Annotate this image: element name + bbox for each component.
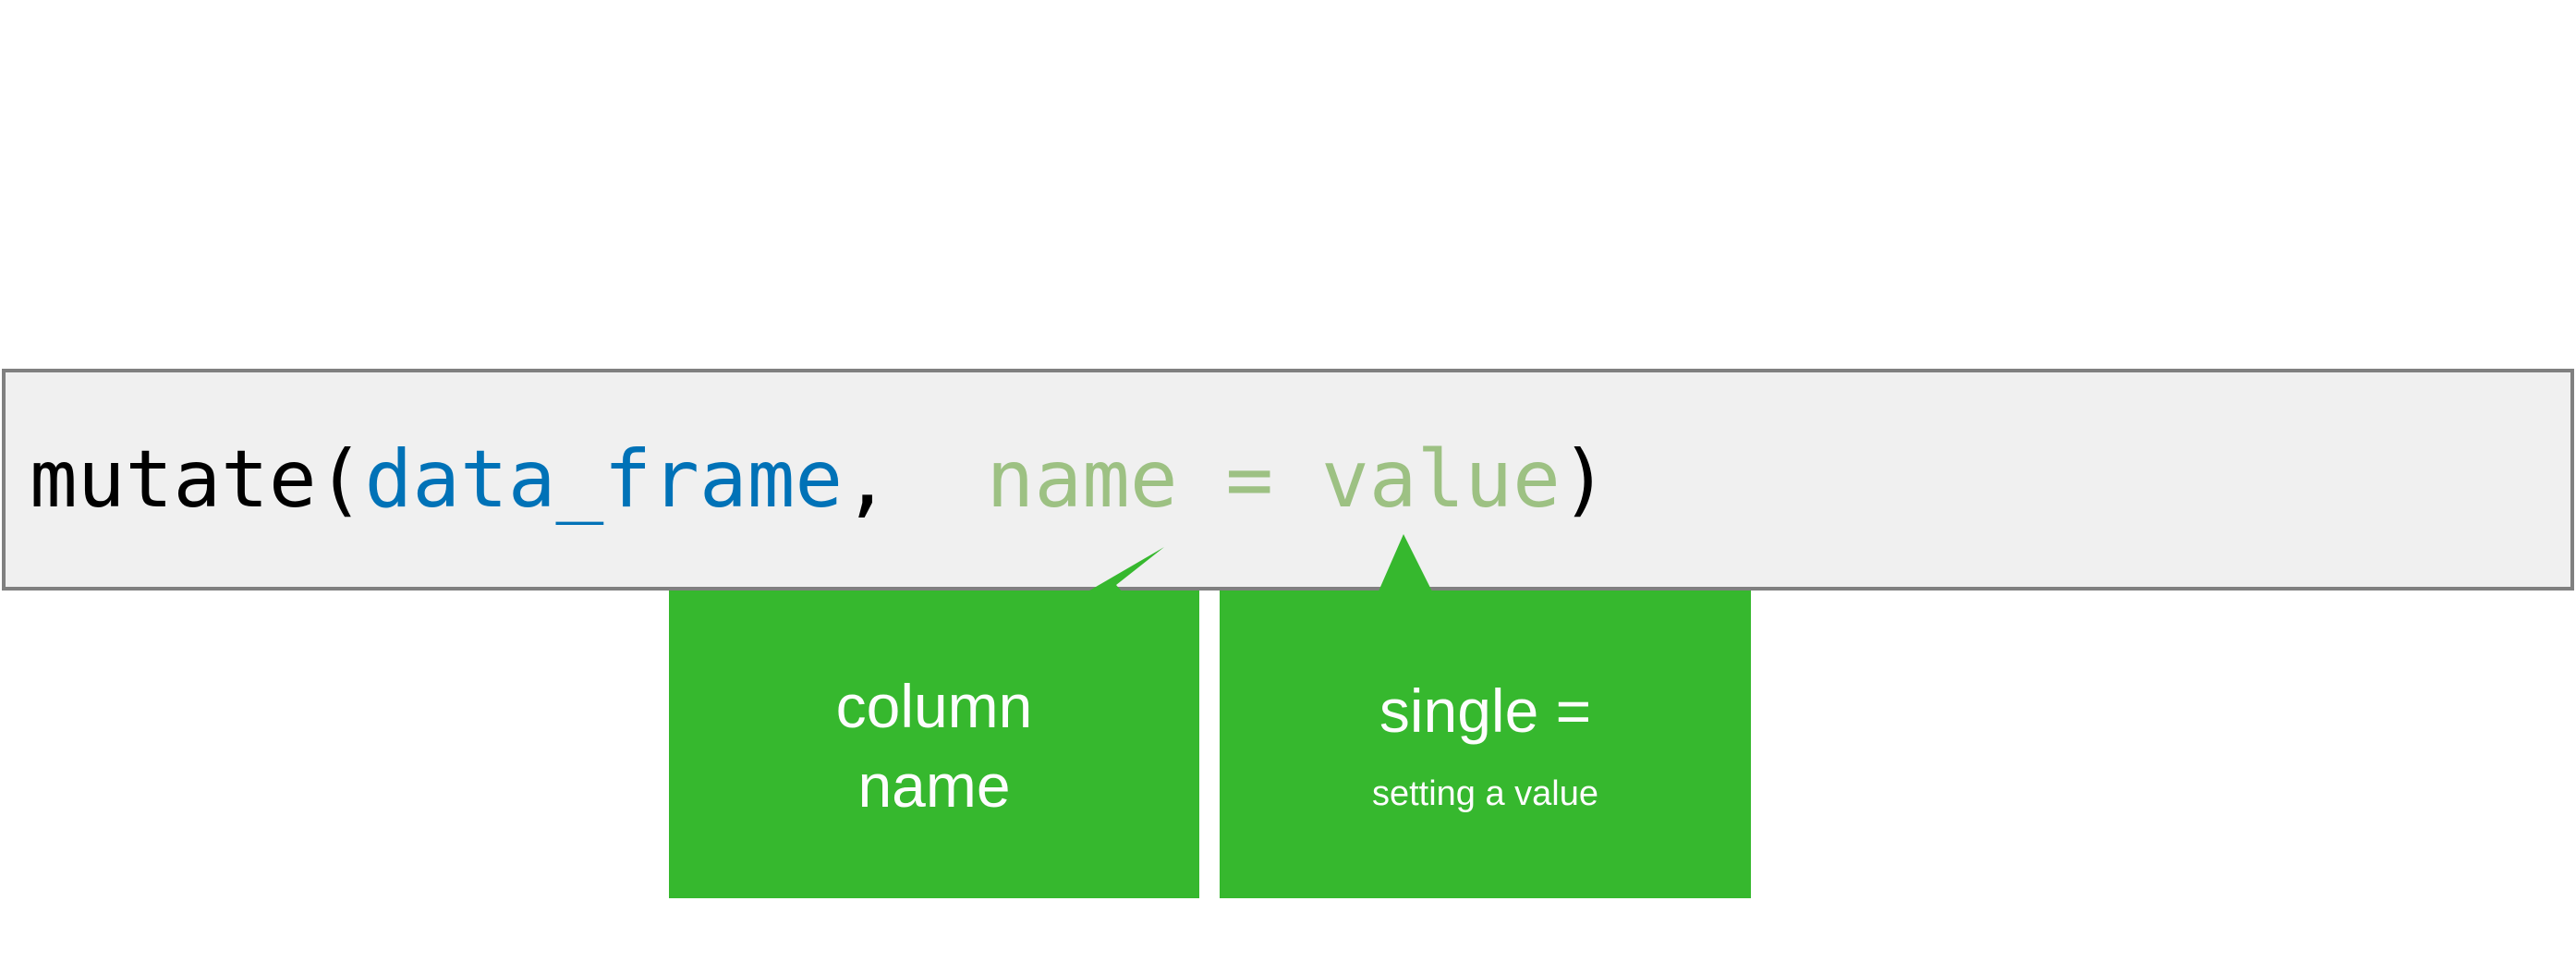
callout-single-equals-text: single = setting a value bbox=[1372, 671, 1598, 817]
callout-single-equals-subtitle: setting a value bbox=[1371, 773, 1599, 813]
callout-column-name: column name bbox=[669, 591, 1199, 898]
code-token-name-equals-value: name = value bbox=[986, 433, 1561, 526]
code-token-function: mutate( bbox=[30, 433, 365, 526]
callout-column-name-text: column name bbox=[836, 666, 1033, 825]
callout-column-name-line1: column bbox=[835, 671, 1033, 740]
code-token-data-frame: data_frame bbox=[364, 433, 844, 526]
callout-single-equals: single = setting a value bbox=[1220, 591, 1751, 898]
code-line: mutate(data_frame, name = value) bbox=[30, 433, 1609, 526]
code-token-space bbox=[891, 433, 987, 526]
code-token-comma: , bbox=[843, 433, 891, 526]
callout-column-name-line2: name bbox=[857, 750, 1011, 820]
code-snippet-box: mutate(data_frame, name = value) bbox=[2, 369, 2574, 591]
callout-single-equals-line1: single = bbox=[1379, 676, 1592, 745]
code-token-close-paren: ) bbox=[1560, 433, 1609, 526]
